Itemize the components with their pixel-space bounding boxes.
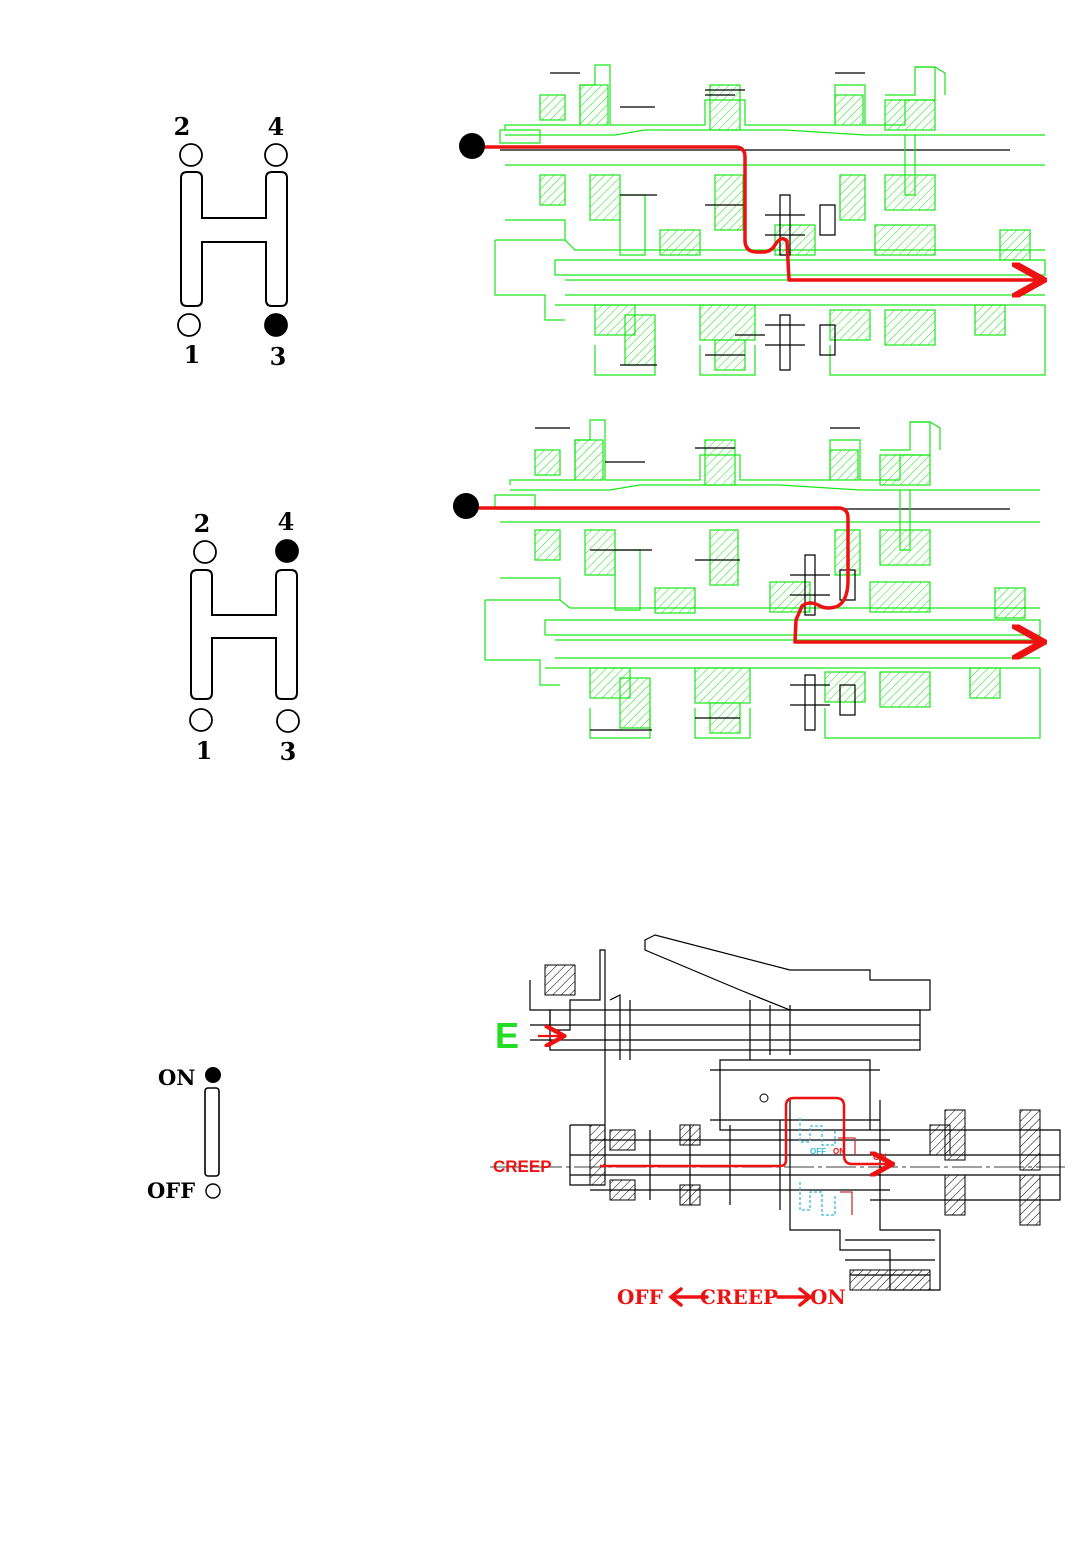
gear-label-4: 4 — [278, 507, 295, 536]
gear-position-3-selected[interactable] — [265, 314, 287, 336]
creep-off-label: OFF — [147, 1178, 195, 1203]
gear-position-2[interactable] — [180, 144, 202, 166]
creep-on-position-selected[interactable] — [205, 1067, 221, 1083]
shift-gate-h — [181, 172, 287, 306]
gearbox-section-2 — [440, 410, 1065, 750]
creep-legend: OFF CREEP ON — [615, 1280, 865, 1315]
shift-gate-h — [191, 570, 297, 699]
gear-label-2: 2 — [194, 509, 211, 538]
creep-switch-slot — [205, 1088, 219, 1176]
legend-right-arrow-icon — [778, 1289, 810, 1305]
gear-position-4[interactable] — [265, 144, 287, 166]
inner-on-label: ON — [833, 1147, 845, 1156]
flow-on-label: ON — [873, 1152, 887, 1162]
gear-position-1[interactable] — [190, 709, 212, 731]
gear-label-1: 1 — [196, 736, 213, 765]
input-dot-2 — [453, 493, 479, 519]
creep-on-label: ON — [158, 1065, 196, 1090]
gear-position-1[interactable] — [178, 314, 200, 336]
gear-label-3: 3 — [280, 737, 297, 766]
legend-off: OFF — [617, 1285, 663, 1309]
gear-position-3[interactable] — [277, 710, 299, 732]
input-dot-1 — [459, 133, 485, 159]
gear-label-1: 1 — [184, 340, 201, 369]
gear-position-2[interactable] — [194, 541, 216, 563]
gear-label-4: 4 — [268, 112, 285, 141]
gearbox-section-1 — [445, 55, 1070, 385]
creep-gearbox-section: E CREEP OFF ON ON — [490, 930, 1070, 1320]
creep-flow-label: CREEP — [493, 1157, 552, 1176]
legend-on: ON — [810, 1285, 846, 1309]
creep-switch: ON OFF — [140, 1055, 260, 1215]
gear-label-2: 2 — [174, 112, 191, 141]
gear-pattern-2: 2 4 1 3 — [160, 495, 320, 775]
creep-off-position[interactable] — [206, 1184, 220, 1198]
gear-pattern-1: 2 4 1 3 — [150, 100, 310, 380]
legend-creep: CREEP — [700, 1285, 778, 1309]
input-label: E — [495, 1015, 519, 1056]
inner-off-label: OFF — [810, 1147, 826, 1156]
gear-position-4-selected[interactable] — [276, 540, 298, 562]
gear-label-3: 3 — [270, 342, 287, 371]
